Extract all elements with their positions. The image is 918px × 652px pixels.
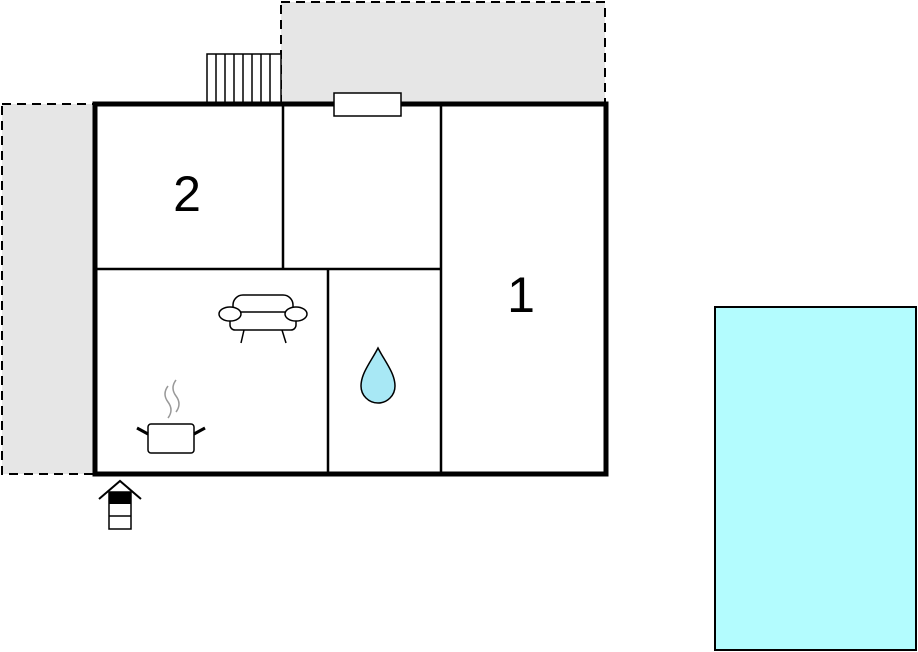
left-outdoor-area — [1, 103, 96, 475]
cooking-pot-icon — [136, 379, 206, 454]
window — [333, 92, 402, 117]
pool — [714, 306, 917, 651]
entrance-arrow-icon — [98, 479, 142, 530]
room-number-2: 2 — [173, 166, 201, 222]
water-drop-icon — [360, 346, 396, 404]
stairs-icon — [206, 53, 282, 105]
top-outdoor-area — [280, 1, 606, 105]
room-number-1: 1 — [507, 267, 535, 323]
interior-walls — [95, 104, 443, 474]
sofa-icon — [218, 294, 308, 344]
house-interior — [95, 104, 606, 474]
